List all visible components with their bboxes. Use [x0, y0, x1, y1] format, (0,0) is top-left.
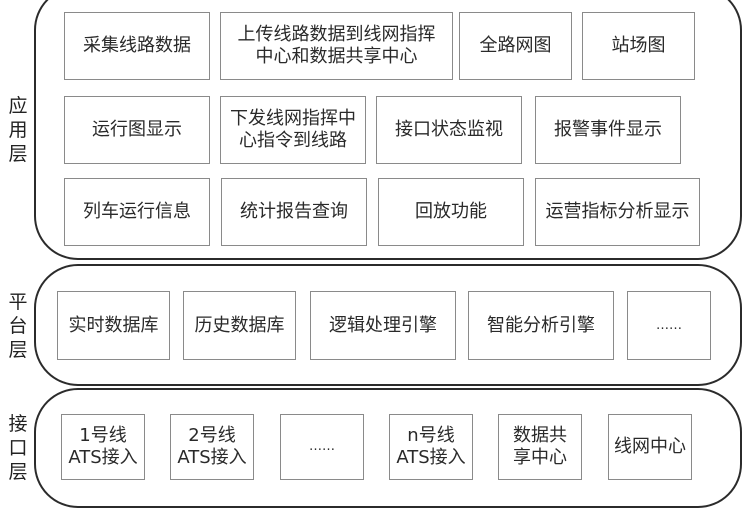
platform-box-history-db: 历史数据库: [183, 291, 296, 360]
platform-box-analysis-engine: 智能分析引擎: [468, 291, 614, 360]
app-box-full-network-map: 全路网图: [459, 12, 572, 80]
app-box-collect-line-data: 采集线路数据: [64, 12, 210, 80]
interface-box-linen-ats: n号线 ATS接入: [389, 414, 473, 480]
interface-box-data-sharing-center: 数据共 享中心: [498, 414, 582, 480]
platform-box-ellipsis: ……: [627, 291, 711, 360]
app-box-upload-line-data: 上传线路数据到线网指挥 中心和数据共享中心: [220, 12, 453, 80]
app-box-timetable-display: 运行图显示: [64, 96, 210, 164]
interface-layer-label: 接 口 层: [6, 412, 30, 484]
app-box-station-map: 站场图: [582, 12, 695, 80]
app-box-report-query: 统计报告查询: [221, 178, 367, 246]
platform-layer-label-text: 平 台 层: [8, 291, 28, 361]
platform-box-logic-engine: 逻辑处理引擎: [310, 291, 456, 360]
app-box-interface-monitor: 接口状态监视: [376, 96, 522, 164]
application-layer-label-text: 应 用 层: [8, 95, 28, 165]
interface-box-network-center: 线网中心: [608, 414, 692, 480]
app-box-train-info: 列车运行信息: [64, 178, 210, 246]
platform-layer-label: 平 台 层: [6, 290, 30, 362]
interface-box-line2-ats: 2号线 ATS接入: [170, 414, 254, 480]
interface-box-ellipsis: ……: [280, 414, 364, 480]
interface-layer-label-text: 接 口 层: [8, 413, 28, 483]
platform-box-realtime-db: 实时数据库: [57, 291, 170, 360]
app-box-issue-commands: 下发线网指挥中 心指令到线路: [220, 96, 366, 164]
interface-box-line1-ats: 1号线 ATS接入: [61, 414, 145, 480]
application-layer-label: 应 用 层: [6, 94, 30, 166]
app-box-alarm-display: 报警事件显示: [535, 96, 681, 164]
app-box-playback: 回放功能: [378, 178, 524, 246]
app-box-kpi-display: 运营指标分析显示: [535, 178, 700, 246]
